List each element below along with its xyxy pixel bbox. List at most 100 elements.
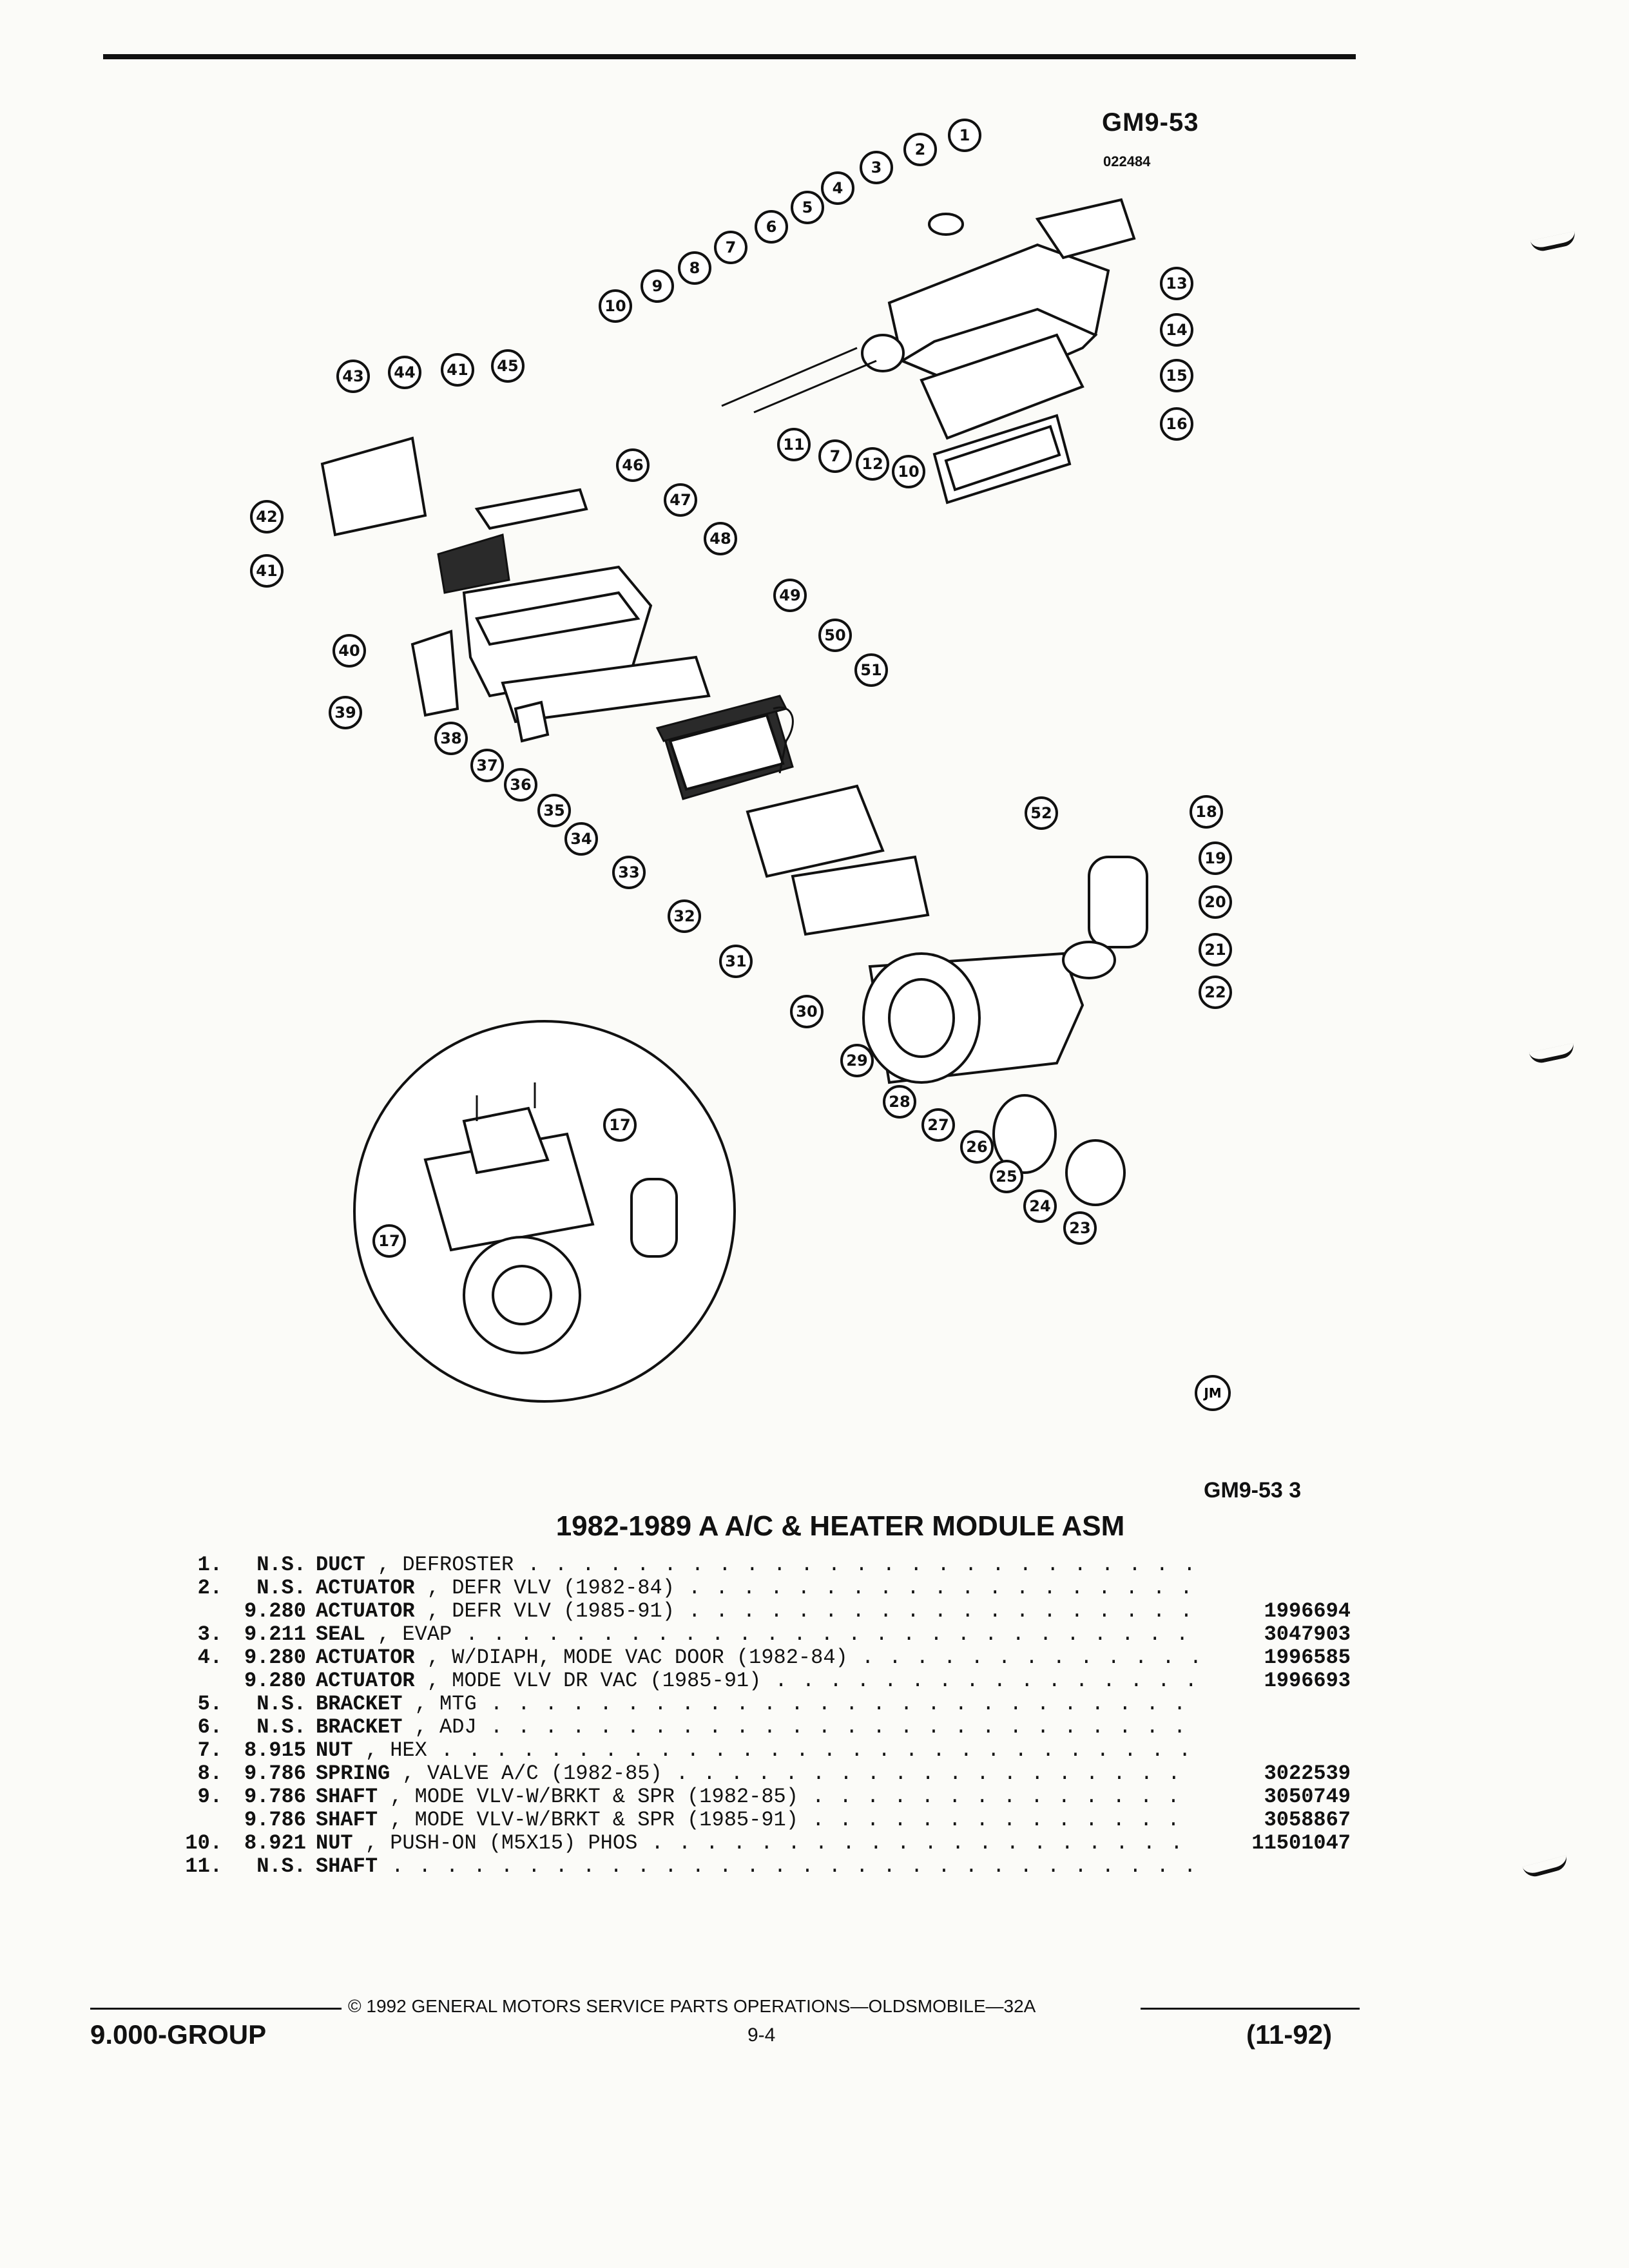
figure-id: GM9-53 xyxy=(1102,108,1199,137)
group-number: 8.921 xyxy=(244,1831,306,1855)
callout-label: 35 xyxy=(543,802,564,820)
footer-page-number: 9-4 xyxy=(747,2024,776,2046)
parts-row: 6. N.S. BRACKET , ADJ . . . . . . . . . . … xyxy=(0,1715,1629,1739)
callout-label: 12 xyxy=(862,455,883,473)
dot-leader: . . . . . . . . . . . . . . . . . . . . … xyxy=(441,1738,1199,1762)
part-description: ACTUATOR , MODE VLV DR VAC (1985-91) . .… xyxy=(316,1669,1199,1693)
item-number: 8. xyxy=(197,1762,222,1785)
part-detail: DEFR VLV (1982-84) xyxy=(452,1576,675,1600)
part-name: ACTUATOR xyxy=(316,1646,415,1669)
parts-row: 11.N.S.SHAFT . . . . . . . . . . . . . .… xyxy=(0,1854,1629,1878)
blower-assembly xyxy=(862,856,1148,1206)
callout-label: 48 xyxy=(709,530,731,548)
footer-rule-left xyxy=(90,2008,342,2010)
group-number: N.S. xyxy=(256,1854,306,1878)
item-number: 10. xyxy=(185,1831,222,1855)
dot-leader: . . . . . . . . . . . . . . . . . . . . … xyxy=(688,1576,1199,1600)
callout-label: 3 xyxy=(871,159,882,177)
part-description: SHAFT , MODE VLV-W/BRKT & SPR (1982-85) … xyxy=(316,1785,1199,1809)
part-detail: DEFROSTER xyxy=(402,1553,514,1577)
part-name: ACTUATOR xyxy=(316,1576,415,1600)
footer-copyright: © 1992 GENERAL MOTORS SERVICE PARTS OPER… xyxy=(348,1996,1036,2016)
part-description: ACTUATOR , DEFR VLV (1982-84) . . . . . … xyxy=(316,1576,1199,1600)
part-name: SHAFT xyxy=(316,1854,378,1878)
item-number: 1. xyxy=(197,1553,222,1577)
parts-row: 1. N.S. DUCT , DEFROSTER . . . . . . . . .… xyxy=(0,1553,1629,1577)
part-description: NUT , PUSH-ON (M5X15) PHOS . . . . . . .… xyxy=(316,1831,1199,1855)
group-number: 9.211 xyxy=(244,1622,306,1646)
callout-label: 10 xyxy=(898,463,919,481)
part-detail: PUSH-ON (M5X15) PHOS xyxy=(390,1831,638,1855)
part-detail: W/DIAPH, MODE VAC DOOR (1982-84) xyxy=(452,1646,848,1669)
callout-label: 1 xyxy=(959,126,970,144)
footer-group: 9.000-GROUP xyxy=(90,2019,267,2050)
callout-label: 29 xyxy=(846,1052,867,1070)
callout-label: 46 xyxy=(622,456,643,474)
callout-label: 10 xyxy=(604,297,626,315)
callout-label: 40 xyxy=(338,642,360,660)
group-number: N.S. xyxy=(256,1715,306,1739)
part-detail: EVAP xyxy=(402,1622,452,1646)
callout-label: 14 xyxy=(1166,321,1187,339)
callout-label: 26 xyxy=(966,1138,987,1156)
callout-label: 30 xyxy=(796,1003,817,1021)
callout-label: 44 xyxy=(394,363,415,381)
callout-label: 50 xyxy=(824,626,845,644)
dot-leader: . . . . . . . . . . . . . . . . . . . . … xyxy=(527,1553,1199,1577)
dot-leader: . . . . . . . . . . . . . . . . . . . . … xyxy=(812,1808,1199,1832)
part-name: BRACKET xyxy=(316,1715,403,1739)
part-name: SHAFT xyxy=(316,1808,378,1832)
callout-label: 9 xyxy=(652,277,663,295)
part-description: ACTUATOR , DEFR VLV (1985-91) . . . . . … xyxy=(316,1599,1199,1623)
section-title: 1982-1989 A A/C & HEATER MODULE ASM xyxy=(555,1510,1125,1542)
callout-label: 23 xyxy=(1069,1219,1090,1237)
group-number: 9.786 xyxy=(244,1762,306,1785)
part-number: 3050749 xyxy=(1264,1785,1351,1809)
callout-label: 19 xyxy=(1204,849,1226,867)
part-detail: MODE VLV-W/BRKT & SPR (1985-91) xyxy=(414,1808,798,1832)
group-number: N.S. xyxy=(256,1692,306,1716)
part-number: 11501047 xyxy=(1251,1831,1351,1855)
callout-label: 34 xyxy=(570,830,592,848)
callout-label: 24 xyxy=(1029,1197,1050,1215)
item-number: 3. xyxy=(197,1622,222,1646)
group-number: 8.915 xyxy=(244,1738,306,1762)
item-number: 2. xyxy=(197,1576,222,1600)
group-number: 9.786 xyxy=(244,1785,306,1809)
item-number: 6. xyxy=(197,1715,222,1739)
callout-label: 31 xyxy=(725,952,746,970)
dot-leader: . . . . . . . . . . . . . . . . . . . . … xyxy=(490,1715,1199,1739)
part-number: 1996585 xyxy=(1264,1646,1351,1669)
parts-row: 10. 8.921 NUT , PUSH-ON (M5X15) PHOS . . .… xyxy=(0,1831,1629,1855)
callout-label: 5 xyxy=(802,198,813,216)
part-detail: HEX xyxy=(390,1738,427,1762)
exploded-diagram: 1 2 3 4 5 6 7 8 9 10 11 7 12 10 13 14 15… xyxy=(250,119,1232,1411)
callout-label: 41 xyxy=(447,361,468,379)
callout-label: 4 xyxy=(833,179,843,197)
part-detail: DEFR VLV (1985-91) xyxy=(452,1599,675,1623)
dot-leader: . . . . . . . . . . . . . . . . . . . . … xyxy=(861,1646,1199,1669)
footer-date: (11-92) xyxy=(1246,2019,1333,2050)
part-description: NUT , HEX . . . . . . . . . . . . . . . … xyxy=(316,1738,1199,1762)
callout-label: 21 xyxy=(1204,941,1226,959)
callout-label: 42 xyxy=(256,508,277,526)
callout-label: 16 xyxy=(1166,415,1187,433)
parts-row: 2.N.S.ACTUATOR , DEFR VLV (1982-84) . . … xyxy=(0,1576,1629,1600)
callout-label: 52 xyxy=(1030,804,1052,822)
part-detail: ADJ xyxy=(439,1715,477,1739)
callout-label: 37 xyxy=(476,756,497,774)
footer-rule-right xyxy=(1141,2008,1360,2010)
callout-label: 33 xyxy=(618,863,639,881)
item-number: 11. xyxy=(185,1854,222,1878)
part-name: SHAFT xyxy=(316,1785,378,1809)
part-description: BRACKET , ADJ . . . . . . . . . . . . . … xyxy=(316,1715,1199,1739)
callout-label: 51 xyxy=(860,661,882,679)
part-description: DUCT , DEFROSTER . . . . . . . . . . . .… xyxy=(316,1553,1199,1577)
part-name: ACTUATOR xyxy=(316,1599,415,1623)
callout-label: 27 xyxy=(927,1116,949,1134)
figure-code: 022484 xyxy=(1103,153,1151,169)
group-number: N.S. xyxy=(256,1553,306,1577)
item-number: 5. xyxy=(197,1692,222,1716)
